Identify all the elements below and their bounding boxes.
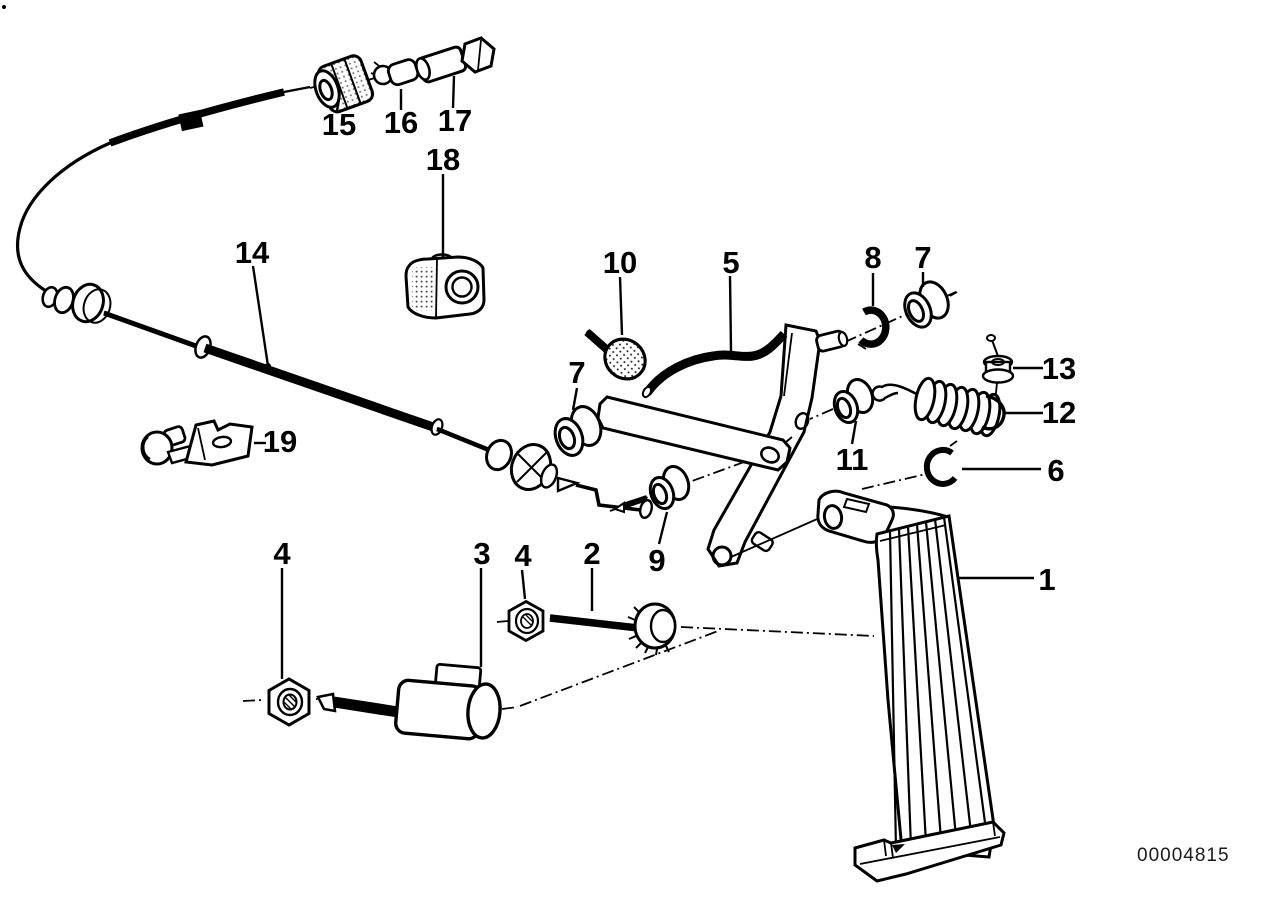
callout-4-left: 4 bbox=[273, 536, 291, 571]
part-6-retaining-ring bbox=[923, 440, 958, 487]
callout-labels: 1 2 3 4 4 5 6 7 7 8 9 10 11 12 13 14 15 … bbox=[235, 103, 1076, 597]
part-4-nut-left bbox=[267, 677, 311, 727]
part-19-clamp bbox=[140, 419, 254, 467]
callout-14: 14 bbox=[235, 235, 270, 270]
part-3-stop-buffer bbox=[316, 662, 502, 741]
callout-15: 15 bbox=[322, 107, 356, 142]
callout-19: 19 bbox=[263, 424, 297, 459]
callout-9: 9 bbox=[648, 543, 665, 578]
part-15-grommet bbox=[313, 54, 375, 114]
part-12-return-spring bbox=[871, 376, 1006, 438]
stray-dot bbox=[2, 5, 6, 9]
part-7-bushing-right bbox=[903, 280, 958, 329]
callout-2: 2 bbox=[583, 536, 600, 571]
part-5-pedal-lever-bracket bbox=[596, 323, 849, 568]
part-10-screw bbox=[584, 329, 647, 381]
callout-12: 12 bbox=[1042, 395, 1076, 430]
part-1-accelerator-pedal bbox=[816, 489, 1006, 883]
callout-16: 16 bbox=[384, 105, 418, 140]
callout-17: 17 bbox=[438, 103, 472, 138]
callout-11: 11 bbox=[836, 442, 869, 477]
callout-3: 3 bbox=[473, 536, 490, 571]
part-2-adjusting-screw bbox=[549, 602, 677, 656]
part-8-clip bbox=[857, 306, 890, 350]
drawing-number: 00004815 bbox=[1137, 845, 1230, 866]
part-4-nut-right bbox=[507, 599, 545, 643]
callout-4-right: 4 bbox=[514, 538, 532, 573]
small-screw bbox=[612, 495, 648, 514]
callout-7-right: 7 bbox=[914, 240, 931, 275]
callout-5: 5 bbox=[722, 245, 739, 280]
callout-6: 6 bbox=[1047, 453, 1064, 488]
callout-18: 18 bbox=[426, 142, 460, 177]
leader-lines bbox=[251, 75, 1043, 679]
part-14-bowden-cable bbox=[2, 5, 654, 520]
part-17-bolt bbox=[415, 36, 496, 84]
callout-7-left: 7 bbox=[568, 355, 585, 390]
callout-13: 13 bbox=[1042, 351, 1076, 386]
part-11-bushing bbox=[832, 378, 875, 424]
part-16-pin bbox=[370, 58, 420, 87]
callout-10: 10 bbox=[603, 245, 637, 280]
part-18-rubber-mount bbox=[404, 253, 486, 320]
callout-1: 1 bbox=[1038, 562, 1055, 597]
part-7-bushing-left bbox=[553, 405, 603, 457]
part-9-bushing bbox=[648, 465, 691, 510]
callout-8: 8 bbox=[864, 240, 881, 275]
part-13-spacer bbox=[981, 334, 1015, 403]
